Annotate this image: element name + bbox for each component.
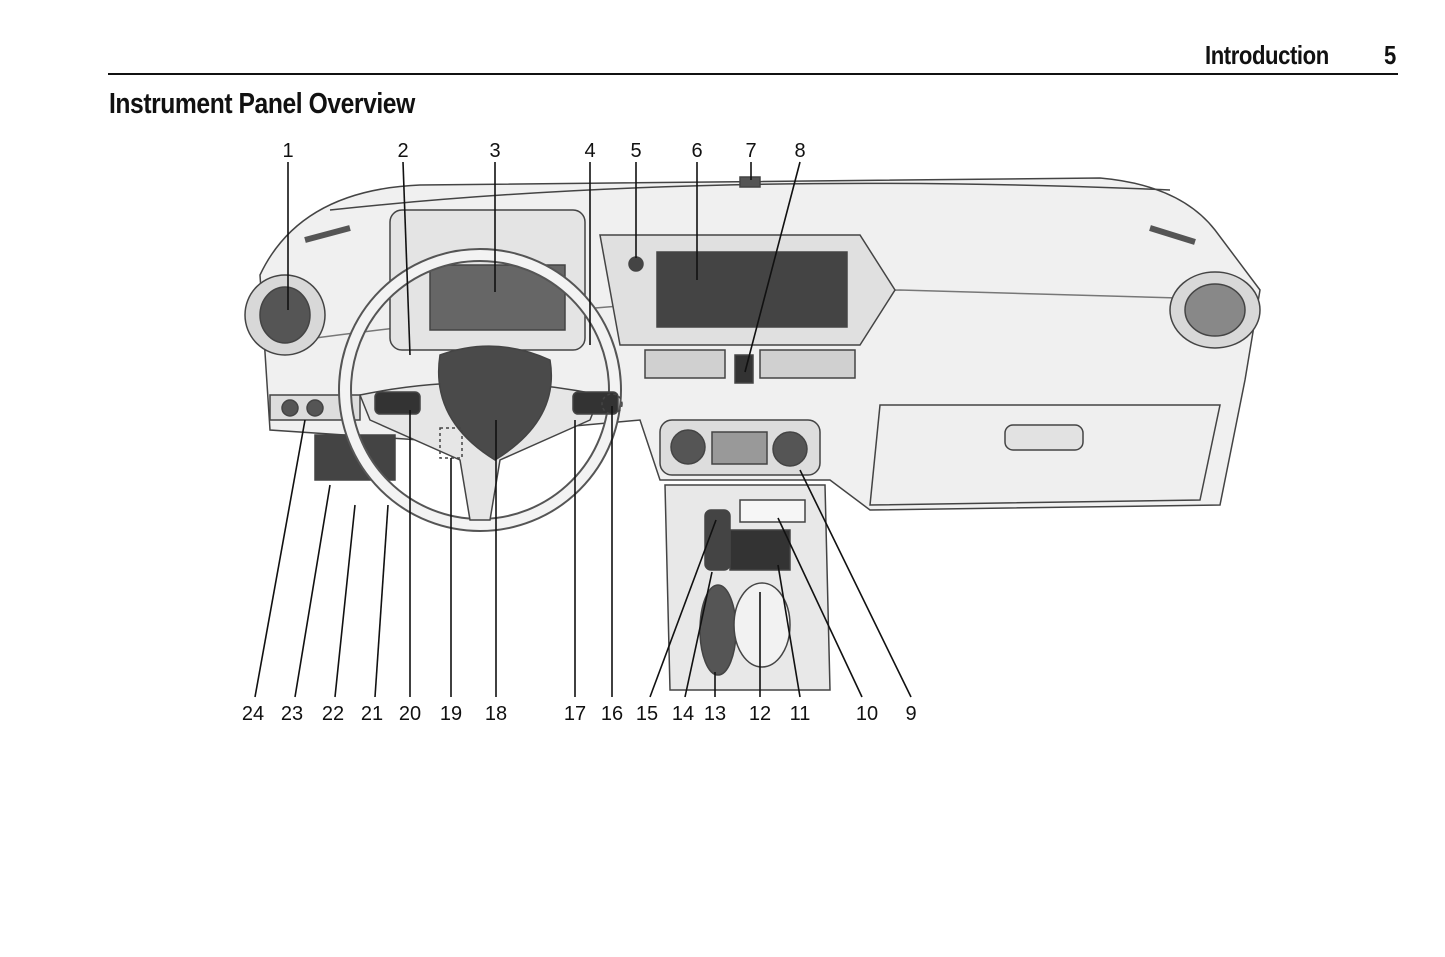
callout-2: 2	[397, 140, 408, 162]
callout-21: 21	[361, 703, 383, 725]
callout-18: 18	[485, 703, 507, 725]
callout-4: 4	[584, 140, 595, 162]
callout-7: 7	[745, 140, 756, 162]
callout-19: 19	[440, 703, 462, 725]
dashboard-drawing	[244, 176, 1261, 691]
callout-1: 1	[282, 140, 293, 162]
callout-9: 9	[905, 703, 916, 725]
callout-16: 16	[601, 703, 623, 725]
callout-15: 15	[636, 703, 658, 725]
callout-12: 12	[749, 703, 771, 725]
page-number: 5	[1384, 40, 1397, 70]
callout-20: 20	[399, 703, 421, 725]
header-rule	[108, 73, 1398, 75]
page-title: Instrument Panel Overview	[109, 88, 415, 120]
callout-5: 5	[630, 140, 641, 162]
callout-8: 8	[794, 140, 805, 162]
callout-22: 22	[322, 703, 344, 725]
callout-24: 24	[242, 703, 264, 725]
callout-14: 14	[672, 703, 694, 725]
callout-3: 3	[489, 140, 500, 162]
callout-6: 6	[691, 140, 702, 162]
callout-23: 23	[281, 703, 303, 725]
callout-17: 17	[564, 703, 586, 725]
callout-13: 13	[704, 703, 726, 725]
callout-11: 11	[790, 703, 811, 725]
section-title: Introduction	[1205, 40, 1329, 70]
callout-10: 10	[856, 703, 878, 725]
callout-leaders	[254, 161, 912, 698]
callout-numbers: 1 2 3 4 5 6 7 8 9 10 11 12 13 14 15 16 1…	[242, 140, 917, 725]
